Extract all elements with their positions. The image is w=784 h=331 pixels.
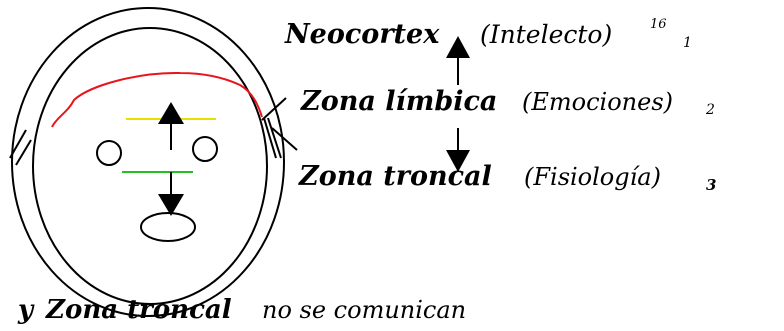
bottom-prefix: y xyxy=(17,295,35,325)
troncal-number: 3 xyxy=(706,176,716,194)
mouth xyxy=(140,212,196,242)
neocortex-name: Neocortex xyxy=(284,19,440,50)
bottom-caption: y Zona troncal no se comunican xyxy=(17,295,466,325)
face-up-arrow xyxy=(158,102,184,150)
right-ear xyxy=(261,97,298,159)
neocortex-desc: (Intelecto) xyxy=(480,20,612,49)
limbica-name: Zona límbica xyxy=(300,86,497,117)
limbica-label: Zona límbica (Emociones) xyxy=(300,86,673,117)
left-ear xyxy=(9,129,32,166)
head-inner-outline xyxy=(32,27,268,305)
troncal-name: Zona troncal xyxy=(298,161,492,192)
right-eye xyxy=(192,136,218,162)
face-down-arrow xyxy=(158,172,184,216)
limbica-desc: (Emociones) xyxy=(522,88,673,116)
head-outer-outline xyxy=(11,7,285,317)
bottom-rest: no se comunican xyxy=(262,296,466,324)
troncal-desc: (Fisiología) xyxy=(524,163,661,191)
neocortex-label: Neocortex (Intelecto) xyxy=(284,19,612,50)
troncal-label: Zona troncal (Fisiología) xyxy=(298,161,661,192)
limbica-number: 2 xyxy=(705,102,715,118)
left-eye xyxy=(96,140,122,166)
bottom-bold: Zona troncal xyxy=(45,295,232,325)
neocortex-number: 1 xyxy=(683,35,692,51)
troncal-down-arrow xyxy=(446,128,470,172)
neocortex-superscript: 16 xyxy=(650,17,667,32)
neocortex-up-arrow xyxy=(446,36,470,85)
neocortex-line xyxy=(51,71,263,128)
